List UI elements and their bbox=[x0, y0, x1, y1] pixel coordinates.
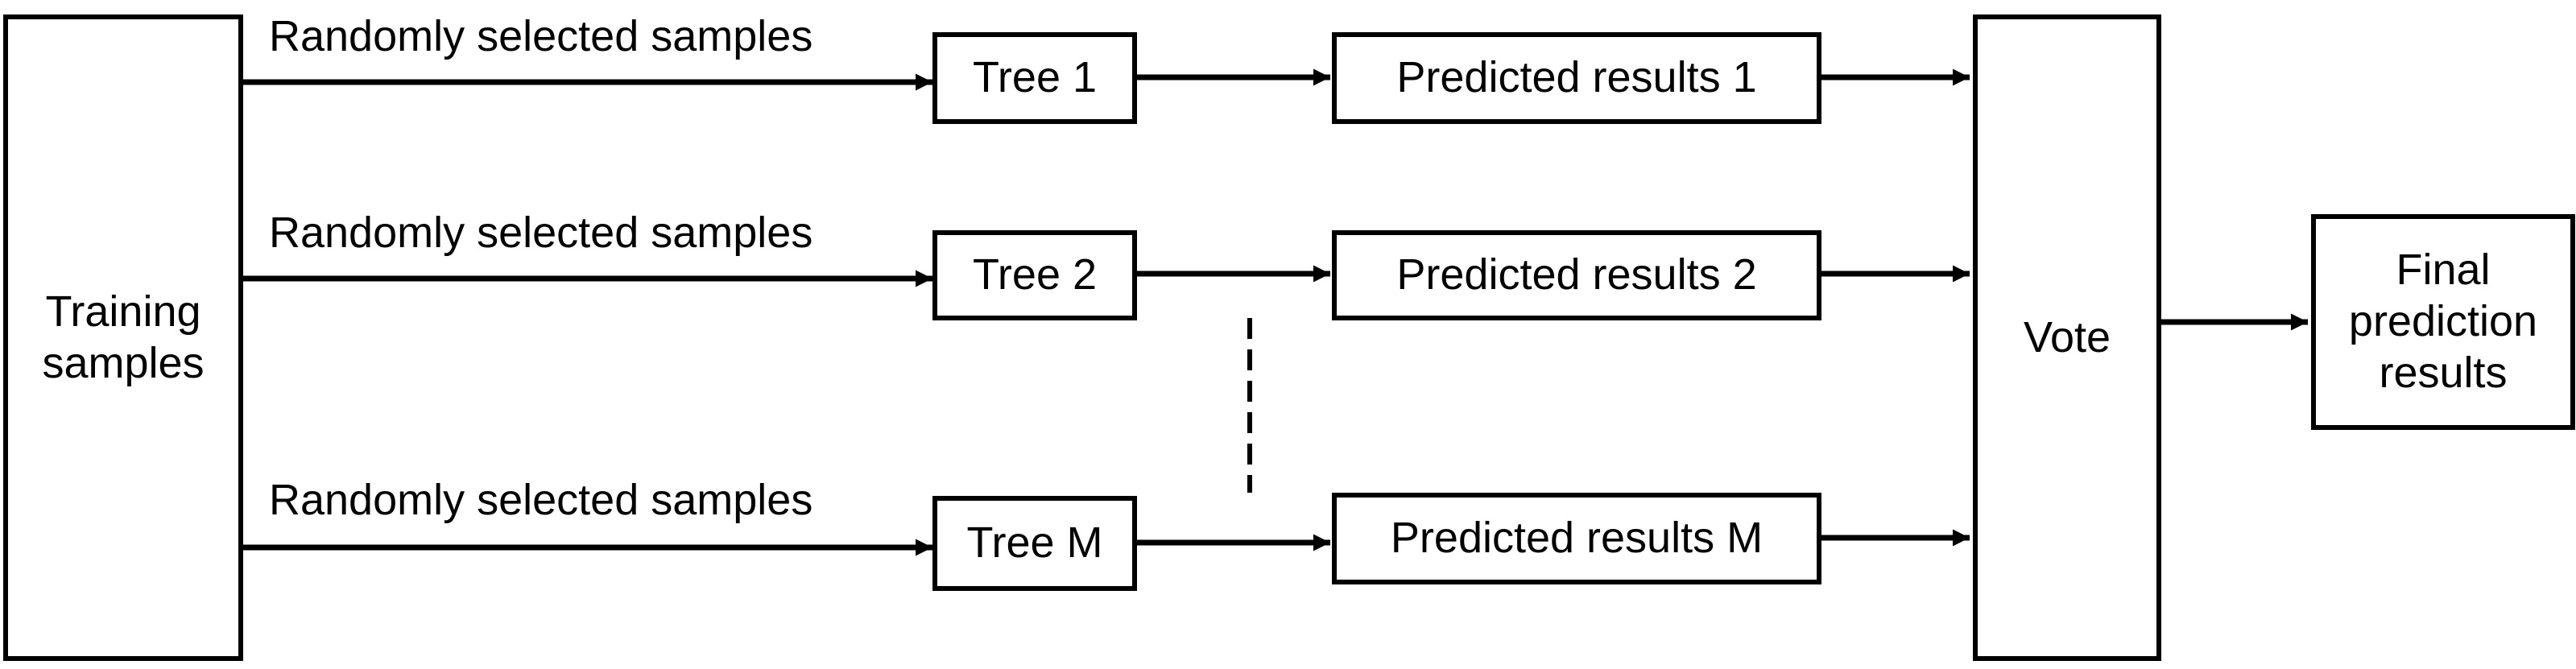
final-label-line-2: prediction bbox=[2348, 297, 2538, 346]
vote-box: Vote bbox=[1973, 14, 2161, 661]
tree-m-label: Tree M bbox=[966, 518, 1103, 568]
tree-1-box: Tree 1 bbox=[932, 32, 1137, 124]
prediction-2-box: Predicted results 2 bbox=[1332, 230, 1821, 320]
prediction-1-box: Predicted results 1 bbox=[1332, 32, 1821, 124]
tree-2-label: Tree 2 bbox=[972, 250, 1098, 299]
tree-1-label: Tree 1 bbox=[972, 53, 1098, 102]
final-label-line-3: results bbox=[2379, 348, 2508, 397]
vote-label: Vote bbox=[2023, 312, 2111, 361]
edge-label-2: Randomly selected samples bbox=[269, 209, 813, 257]
prediction-m-box: Predicted results M bbox=[1332, 493, 1821, 584]
prediction-1-label: Predicted results 1 bbox=[1396, 53, 1757, 102]
prediction-m-label: Predicted results M bbox=[1390, 514, 1764, 563]
final-results-box: Final prediction results bbox=[2311, 214, 2575, 430]
training-samples-box: Training samples bbox=[3, 14, 243, 661]
tree-2-box: Tree 2 bbox=[932, 230, 1137, 320]
tree-m-box: Tree M bbox=[932, 496, 1137, 591]
training-samples-label-line-2: samples bbox=[42, 338, 205, 387]
edge-label-1: Randomly selected samples bbox=[269, 12, 813, 60]
final-label-line-1: Final bbox=[2396, 246, 2491, 295]
training-samples-label-line-1: Training bbox=[45, 287, 201, 336]
edge-label-m: Randomly selected samples bbox=[269, 476, 813, 524]
prediction-2-label: Predicted results 2 bbox=[1396, 250, 1757, 299]
